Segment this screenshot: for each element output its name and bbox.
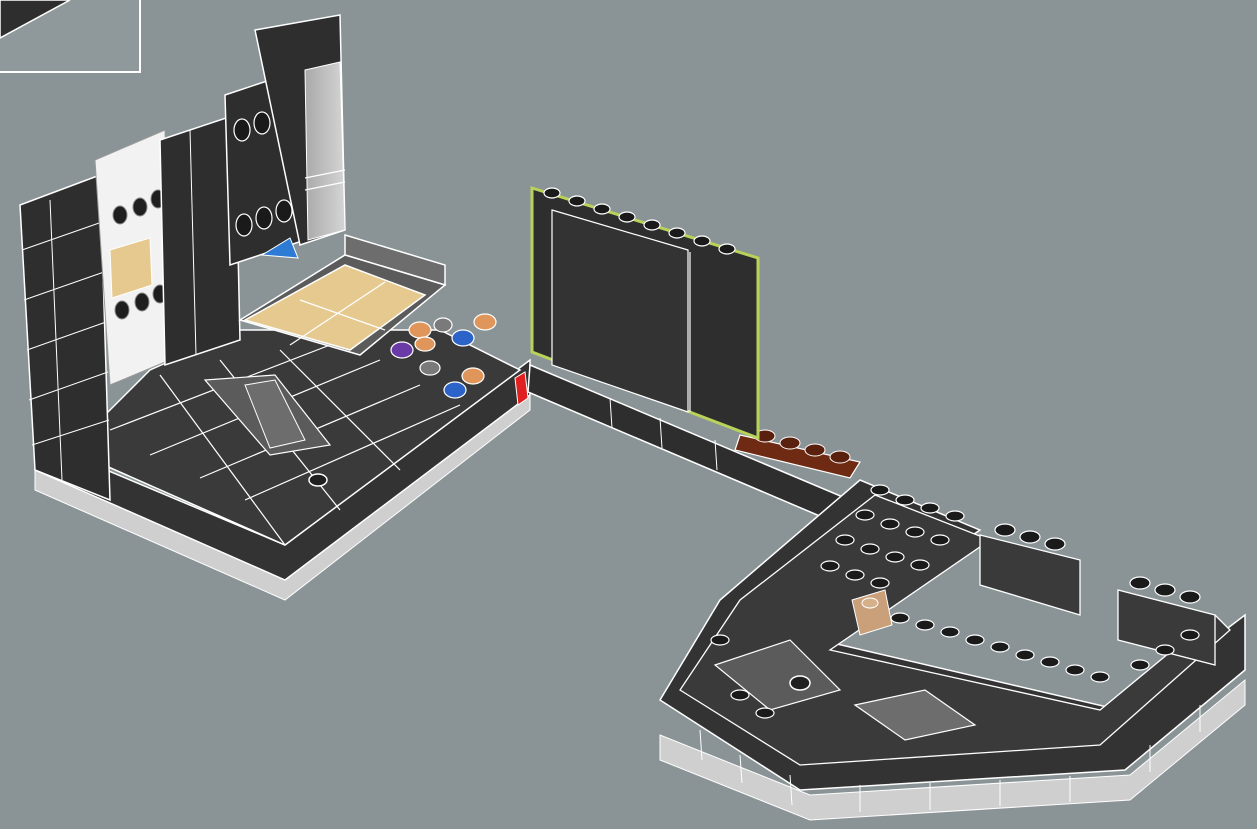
stud-gray <box>419 360 441 376</box>
left-room-assembly <box>19 14 531 601</box>
right-wing-deck <box>679 494 1231 766</box>
highlighted-panel[interactable] <box>530 185 760 441</box>
side-brick-2 <box>1117 589 1216 666</box>
floor-stud <box>308 473 328 487</box>
inset-preview-frame[interactable] <box>0 0 141 73</box>
red-part <box>514 371 529 406</box>
blue-wedge <box>260 237 299 259</box>
stud-orange <box>414 336 436 352</box>
window-tan-panel <box>109 237 153 299</box>
wing-hatch-2 <box>853 689 977 741</box>
tall-column-light <box>304 61 346 241</box>
left-wall <box>19 173 111 502</box>
stud-blue <box>443 381 467 399</box>
stud-gray <box>433 317 453 333</box>
stud-purple <box>390 341 414 359</box>
wing-hatch-1 <box>713 639 842 711</box>
bed-mattress <box>243 264 427 351</box>
side-brick-1 <box>979 534 1081 616</box>
center-pillar <box>159 113 241 367</box>
stud-orange <box>408 321 432 339</box>
stud-orange <box>461 367 485 385</box>
stud-blue <box>451 329 475 347</box>
wing-stud <box>789 675 811 691</box>
stud-orange <box>473 313 497 331</box>
right-wing-assembly <box>658 479 1246 821</box>
